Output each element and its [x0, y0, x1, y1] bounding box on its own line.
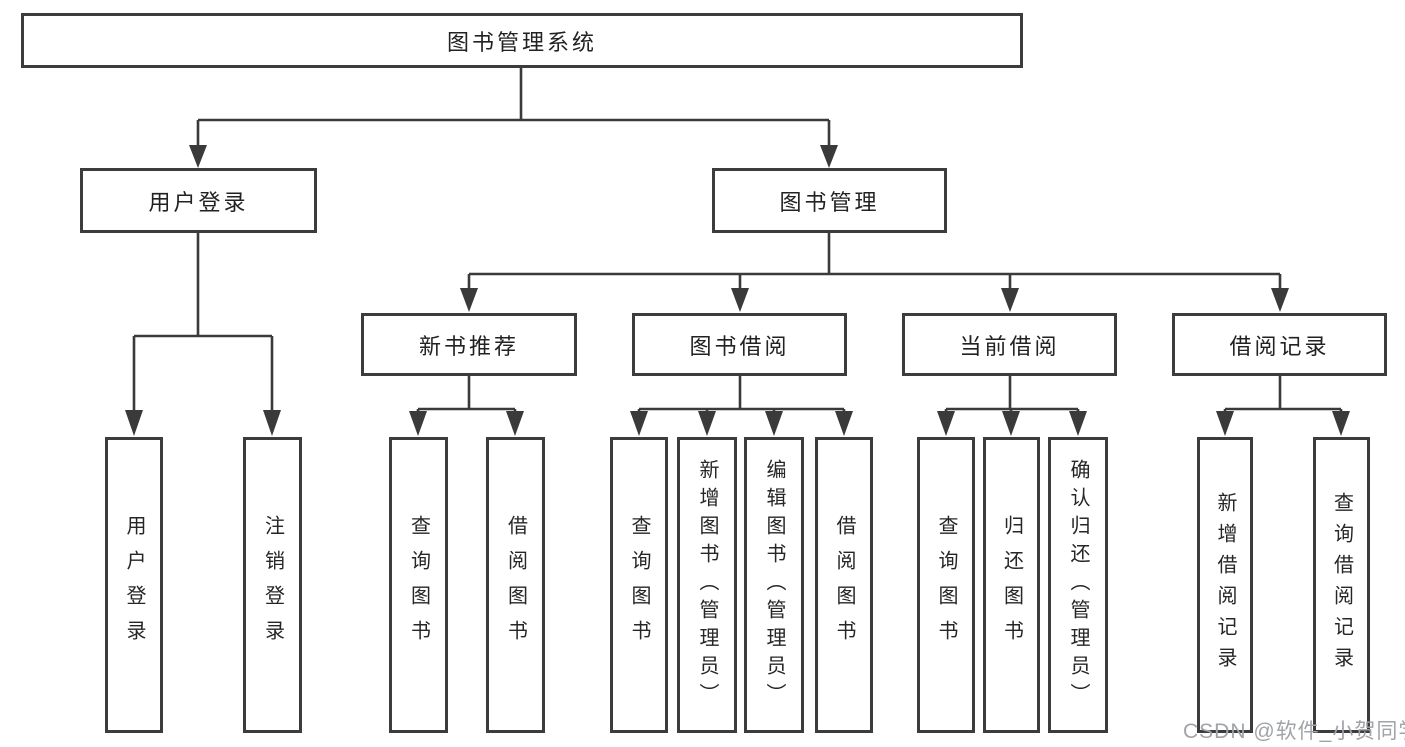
leaf-user-login: 用户登录: [105, 437, 163, 733]
leaf-query-books-2: 查询图书: [610, 437, 668, 733]
leaf-edit-book-admin-label: 编辑图书（管理员）: [763, 459, 785, 711]
leaf-logout-label: 注销登录: [261, 515, 284, 655]
leaf-add-book-admin: 新增图书（管理员）: [677, 437, 737, 733]
node-user-login-label: 用户登录: [148, 189, 249, 215]
leaf-borrow-books-1-label: 借阅图书: [504, 515, 527, 655]
node-new-book-recommend: 新书推荐: [361, 313, 577, 376]
node-borrow-records: 借阅记录: [1172, 313, 1387, 376]
node-current-borrow-label: 当前借阅: [959, 333, 1060, 359]
node-borrow-records-label: 借阅记录: [1229, 333, 1330, 359]
leaf-query-books-2-label: 查询图书: [628, 515, 650, 655]
node-book-management: 图书管理: [712, 168, 947, 233]
leaf-query-borrow-record: 查询借阅记录: [1313, 437, 1370, 733]
leaf-borrow-books-1: 借阅图书: [486, 437, 545, 733]
leaf-add-borrow-record: 新增借阅记录: [1197, 437, 1253, 733]
leaf-query-borrow-record-label: 查询借阅记录: [1330, 492, 1353, 678]
watermark: CSDN @软件_小贺同学: [1183, 720, 1405, 743]
node-root: 图书管理系统: [21, 13, 1023, 68]
leaf-borrow-books-2-label: 借阅图书: [833, 515, 855, 655]
leaf-borrow-books-2: 借阅图书: [815, 437, 873, 733]
node-root-label: 图书管理系统: [446, 29, 597, 55]
leaf-user-login-label: 用户登录: [123, 515, 145, 655]
leaf-query-books-1: 查询图书: [389, 437, 448, 733]
leaf-logout: 注销登录: [243, 437, 302, 733]
leaf-edit-book-admin: 编辑图书（管理员）: [744, 437, 804, 733]
leaf-confirm-return-admin-label: 确认归还（管理员）: [1067, 459, 1089, 711]
leaf-query-books-3: 查询图书: [917, 437, 975, 733]
leaf-return-book-label: 归还图书: [1000, 515, 1023, 655]
node-user-login: 用户登录: [80, 168, 317, 233]
leaf-add-book-admin-label: 新增图书（管理员）: [696, 459, 718, 711]
node-book-borrow: 图书借阅: [632, 313, 847, 376]
leaf-add-borrow-record-label: 新增借阅记录: [1214, 492, 1236, 678]
node-book-borrow-label: 图书借阅: [689, 333, 790, 359]
node-book-management-label: 图书管理: [779, 189, 880, 215]
leaf-query-books-1-label: 查询图书: [407, 515, 430, 655]
leaf-query-books-3-label: 查询图书: [935, 515, 957, 655]
leaf-return-book: 归还图书: [983, 437, 1040, 733]
node-new-book-recommend-label: 新书推荐: [418, 333, 519, 359]
leaf-confirm-return-admin: 确认归还（管理员）: [1048, 437, 1108, 733]
node-current-borrow: 当前借阅: [902, 313, 1117, 376]
